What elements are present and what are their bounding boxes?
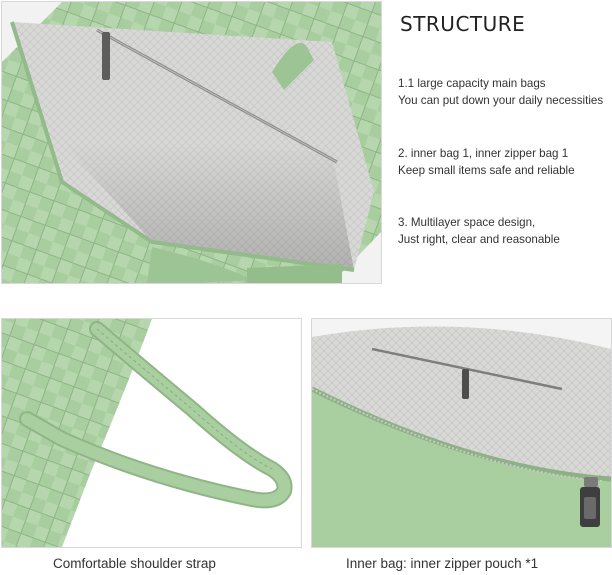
bag-interior-photo xyxy=(1,1,382,284)
feature-main-bag: 1.1 large capacity main bags You can put… xyxy=(398,75,610,109)
feature-detail: Just right, clear and reasonable xyxy=(398,233,560,246)
zipper-pouch-illustration xyxy=(312,319,611,547)
shoulder-strap-photo xyxy=(1,318,302,548)
feature-heading: 2. inner bag 1, inner zipper bag 1 xyxy=(398,147,569,160)
feature-multilayer: 3. Multilayer space design, Just right, … xyxy=(398,214,610,248)
pouch-caption: Inner bag: inner zipper pouch *1 xyxy=(346,556,539,571)
feature-detail: You can put down your daily necessities xyxy=(398,94,604,107)
zipper-pouch-photo xyxy=(311,318,612,548)
strap-caption: Comfortable shoulder strap xyxy=(53,556,216,571)
feature-heading: 3. Multilayer space design, xyxy=(398,216,536,229)
structure-title: STRUCTURE xyxy=(400,12,526,36)
shoulder-strap-illustration xyxy=(2,319,301,547)
bag-interior-illustration xyxy=(2,2,381,283)
feature-heading: 1.1 large capacity main bags xyxy=(398,77,546,90)
feature-inner-bags: 2. inner bag 1, inner zipper bag 1 Keep … xyxy=(398,145,610,179)
feature-detail: Keep small items safe and reliable xyxy=(398,164,575,177)
